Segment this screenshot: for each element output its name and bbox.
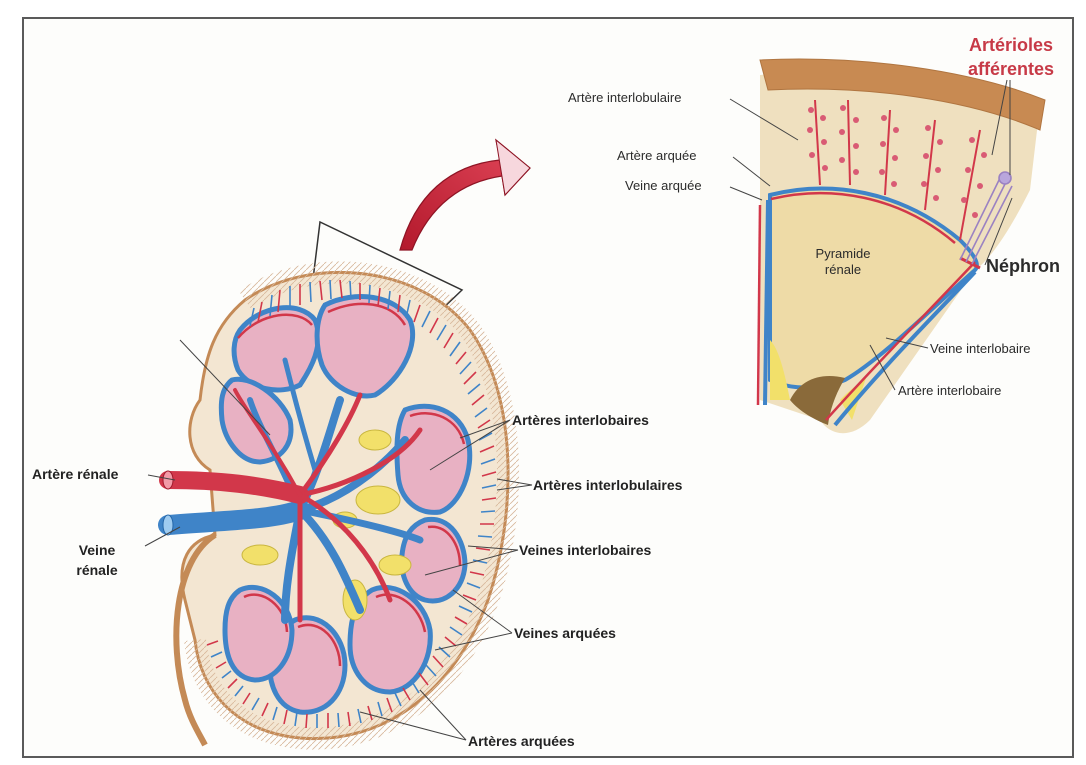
label-veines-interlobaires: Veines interlobaires bbox=[519, 542, 651, 558]
label-afferentes-line2: afférentes bbox=[955, 57, 1067, 81]
kidney-cross-section bbox=[163, 272, 508, 745]
label-veines-arquees: Veines arquées bbox=[514, 625, 616, 641]
label-pyramide-line1: Pyramide bbox=[798, 246, 888, 262]
label-renale-line2: rénale bbox=[798, 262, 888, 278]
label-renale-line2-kidney: rénale bbox=[62, 560, 132, 580]
label-veine-interlobaire: Veine interlobaire bbox=[930, 341, 1030, 356]
label-arterioles-line1: Artérioles bbox=[955, 33, 1067, 57]
label-nephron: Néphron bbox=[986, 256, 1060, 277]
label-arteres-interlobaires: Artères interlobaires bbox=[512, 412, 649, 428]
zoom-arrow bbox=[400, 140, 530, 250]
label-artere-arquee: Artère arquée bbox=[617, 148, 697, 163]
label-artere-interlobaire: Artère interlobaire bbox=[898, 383, 1001, 398]
label-arteres-interlobulaires: Artères interlobulaires bbox=[533, 477, 682, 493]
label-pyramide-renale: Pyramide rénale bbox=[798, 246, 888, 278]
label-arterioles-afferentes: Artérioles afférentes bbox=[955, 33, 1067, 81]
label-arteres-arquees: Artères arquées bbox=[468, 733, 575, 749]
label-artere-renale: Artère rénale bbox=[32, 466, 118, 482]
label-veine-arquee: Veine arquée bbox=[625, 178, 702, 193]
label-veine-line1: Veine bbox=[62, 540, 132, 560]
label-artere-interlobulaire: Artère interlobulaire bbox=[568, 90, 681, 105]
label-veine-renale: Veine rénale bbox=[62, 540, 132, 580]
